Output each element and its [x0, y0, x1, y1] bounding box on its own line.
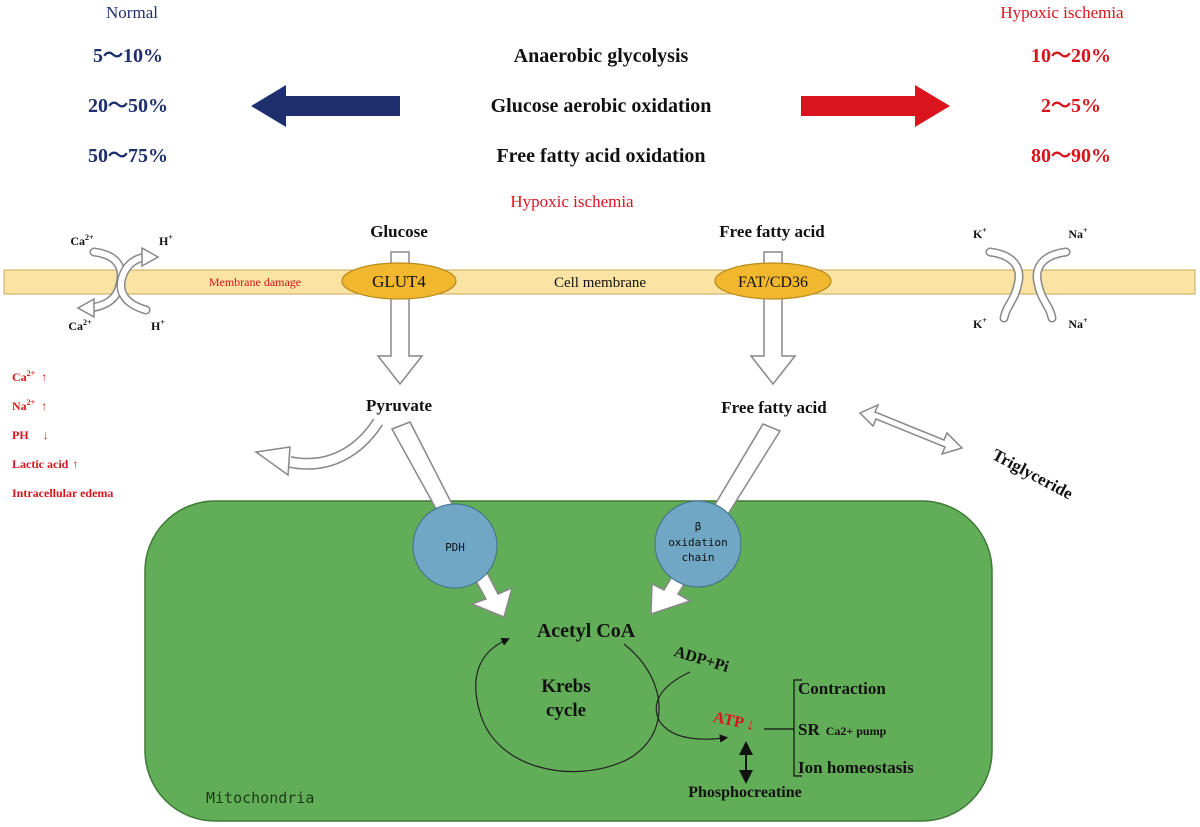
glucose-label: Glucose	[370, 222, 428, 241]
beta-chain-label: chain	[681, 551, 714, 564]
ion-h-bottom: H+	[151, 318, 165, 333]
ca-h-exchanger	[76, 246, 160, 319]
mitochondria: Mitochondria PDH β oxidation chain Acety…	[144, 421, 993, 822]
comparison-table: Normal Hypoxic ischemia 5～10% Anaerobic …	[88, 3, 1124, 211]
effect-edema: Intracellular edema	[12, 486, 113, 500]
section-subtitle: Hypoxic ischemia	[510, 192, 634, 211]
glut4-label: GLUT4	[372, 272, 426, 291]
fat-cd36-label: FAT/CD36	[738, 274, 808, 291]
atp-uses-bracket	[764, 679, 802, 777]
pyruvate-label: Pyruvate	[366, 396, 433, 415]
pathway-label: Free fatty acid oxidation	[496, 145, 705, 167]
mitochondria-label: Mitochondria	[206, 789, 314, 807]
membrane-damage-label: Membrane damage	[209, 275, 301, 289]
membrane-label: Cell membrane	[554, 275, 646, 291]
use-contraction: Contraction	[798, 679, 886, 698]
beta-oxidation-label: oxidation	[668, 536, 728, 549]
pathway-label: Glucose aerobic oxidation	[491, 95, 712, 117]
triglyceride-exchange-arrow	[858, 403, 964, 456]
hypoxic-value: 2～5%	[1041, 95, 1101, 117]
effect-calcium: Ca2+↑	[12, 369, 47, 384]
membrane-band	[3, 269, 1196, 295]
beta-symbol: β	[695, 520, 702, 533]
na-k-pump	[985, 247, 1071, 323]
effect-ph: PH↓	[12, 428, 49, 442]
ion-ca-top: Ca2+	[70, 233, 94, 248]
phosphocreatine-label: Phosphocreatine	[688, 784, 801, 801]
hypoxic-value: 10～20%	[1031, 45, 1111, 67]
hypoxic-value: 80～90%	[1031, 145, 1111, 167]
acetyl-coa-label: Acetyl CoA	[537, 620, 636, 642]
glut4-transporter	[341, 262, 457, 300]
effect-sodium: Na2+↑	[12, 398, 47, 413]
ffa-inside-label: Free fatty acid	[721, 398, 827, 417]
cycle-label: cycle	[546, 700, 586, 721]
ion-ca-bottom: Ca2+	[68, 318, 92, 333]
ion-na-top: Na+	[1068, 226, 1088, 241]
effect-lactic-acid: Lactic acid↑	[12, 457, 78, 471]
mitochondria-body	[144, 500, 993, 822]
adp-to-atp-path	[655, 671, 729, 743]
normal-value: 5～10%	[93, 45, 163, 67]
intracellular-effects: Ca2+↑ Na2+↑ PH↓ Lactic acid↑ Intracellul…	[12, 369, 113, 500]
ion-na-bottom: Na+	[1068, 316, 1088, 331]
cell-membrane: Membrane damage Cell membrane Ca2+ H+ Ca…	[3, 222, 1196, 386]
ion-k-bottom: K+	[973, 316, 987, 331]
glycolysis-out-arrow	[254, 418, 384, 477]
pdh-enzyme	[412, 503, 498, 589]
krebs-label: Krebs	[541, 676, 590, 697]
ffa-outside-label: Free fatty acid	[719, 222, 825, 241]
normal-value: 50～75%	[88, 145, 168, 167]
hypoxic-heading: Hypoxic ischemia	[1000, 3, 1124, 22]
beta-oxidation-enzyme	[654, 500, 742, 588]
use-ion-homeostasis: Ion homeostasis	[798, 758, 914, 777]
normal-heading: Normal	[106, 3, 158, 22]
atp-label: ATP↓	[712, 709, 756, 734]
pathway-label: Anaerobic glycolysis	[514, 45, 689, 67]
triglyceride-label: Triglyceride	[989, 445, 1076, 504]
hypoxic-arrow	[801, 85, 950, 127]
ion-h-top: H+	[159, 233, 173, 248]
ion-k-top: K+	[973, 226, 987, 241]
normal-arrow	[251, 85, 400, 127]
pdh-label: PDH	[445, 541, 465, 554]
krebs-cycle-path	[475, 637, 660, 773]
fat-cd36-transporter	[714, 262, 832, 300]
normal-value: 20～50%	[88, 95, 168, 117]
